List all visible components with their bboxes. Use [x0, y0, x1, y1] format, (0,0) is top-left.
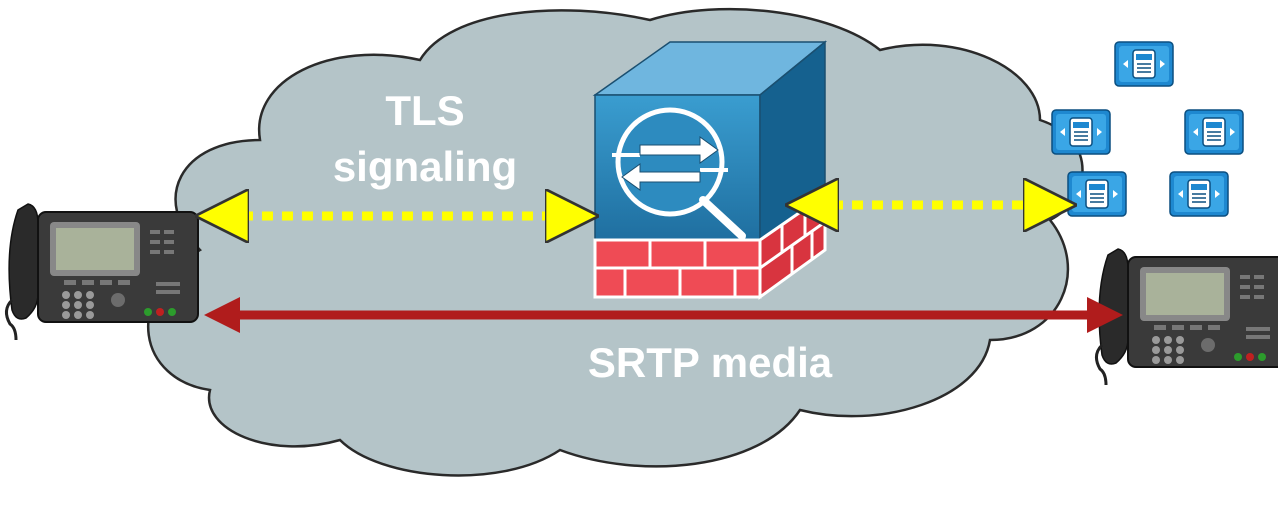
call-manager-cluster	[1051, 41, 1244, 217]
call-manager-server-icon	[1114, 41, 1174, 87]
tls-label-line2: signaling	[332, 143, 518, 190]
call-manager-server-icon	[1169, 171, 1229, 217]
call-manager-server-icon	[1184, 109, 1244, 155]
ip-phone-left-icon	[4, 202, 200, 342]
tls-label-line1: TLS	[385, 87, 465, 134]
ip-phone-right-icon	[1094, 247, 1278, 387]
firewall-inspection-icon	[592, 40, 828, 300]
call-manager-server-icon	[1051, 109, 1111, 155]
srtp-media-label: SRTP media	[587, 339, 833, 386]
call-manager-server-icon	[1067, 171, 1127, 217]
